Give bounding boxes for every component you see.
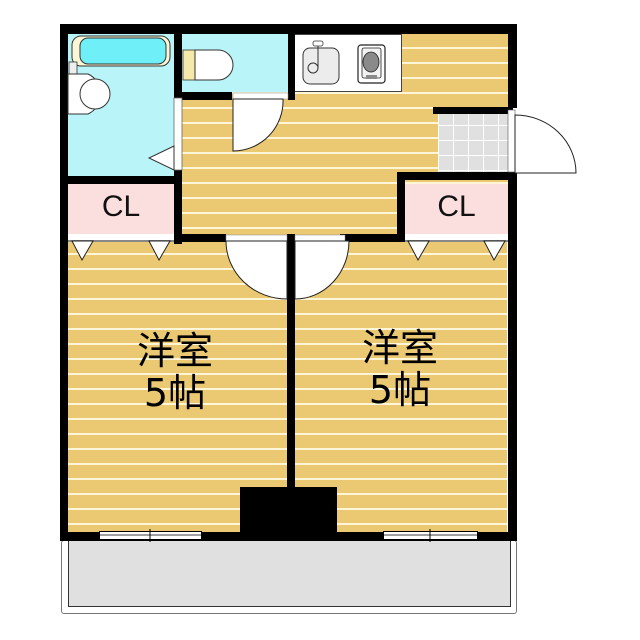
kitchen-sink-icon [302,40,340,85]
closet-right [405,184,508,234]
toilet-door-icon[interactable] [232,92,289,152]
western-room-right-floor [295,240,507,532]
bathtub-icon [71,35,171,67]
closet-right-rail [405,234,508,242]
room-right-door-icon[interactable] [294,234,350,300]
balcony-floor [68,540,511,607]
closet-left-door-icon[interactable] [71,240,171,262]
entrance-door-icon[interactable] [507,109,577,174]
closet-left-rail [68,234,174,242]
room-size: 5帖 [368,368,432,412]
wall-kitchen-bottom-left [174,234,226,242]
wall-closet-right-left [397,172,405,242]
pillar [240,487,337,537]
wall-toilet-kitchen [288,24,295,100]
gas-stove-icon [357,44,386,84]
room-left-door-icon[interactable] [225,234,288,300]
closet-left-label: CL [101,190,141,223]
wall-entrance-top [433,107,513,114]
outer-wall-right-lower [508,172,517,540]
room-name: 洋室 [136,329,213,373]
wall-closet-left-top [60,176,182,184]
western-room-right-label: 洋室 5帖 [325,327,475,411]
wall-kitchen-bottom-right [340,234,405,242]
closet-right-label: CL [437,190,476,223]
western-room-left-label: 洋室 5帖 [100,330,250,414]
bathroom-door-icon[interactable] [147,97,183,171]
wall-room-divider [287,234,295,534]
room-size: 5帖 [143,371,207,415]
outer-wall-left [60,24,68,540]
wall-closet-right-top [397,172,513,180]
wall-bath-toilet [174,24,182,98]
closet-right-door-icon[interactable] [407,240,506,262]
entrance-tile [438,110,508,172]
washbasin-icon [67,61,111,115]
closet-left [68,184,176,234]
room-name: 洋室 [361,326,438,370]
wall-toilet-bottom [174,92,232,100]
wall-bath-right [174,170,182,244]
toilet-icon [182,49,234,81]
outer-wall-right-upper [508,24,517,108]
